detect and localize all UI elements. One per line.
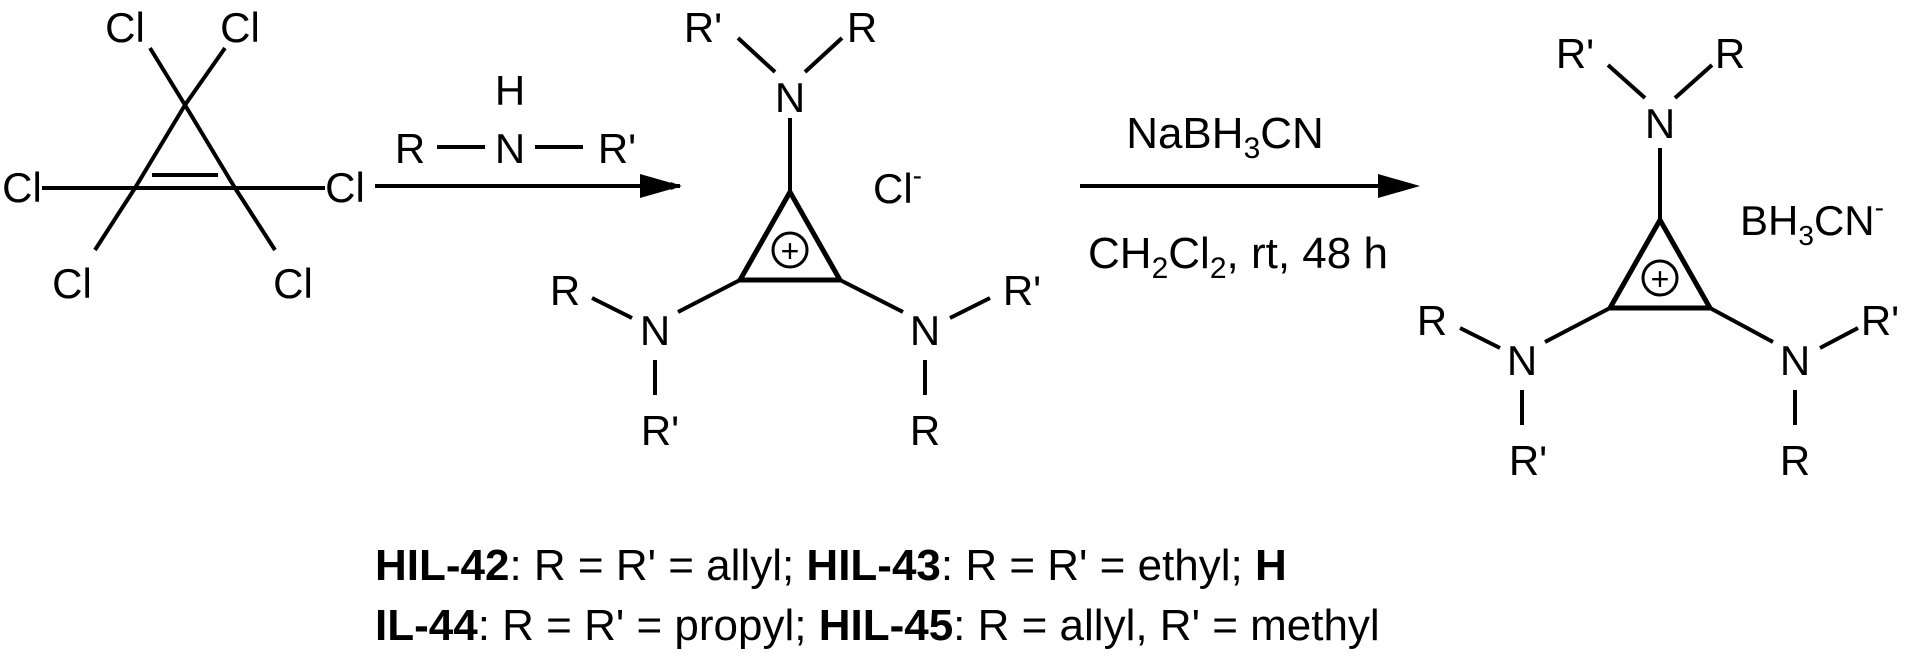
conditions-sub2: 2 [1210,252,1227,285]
product-label-rp-left: R' [1509,437,1547,484]
caption-1-part-4: H [1255,541,1287,590]
positive-charge-circle [771,231,809,269]
caption-line-1: HIL-42: R = R' = allyl; HIL-43: R = R' =… [375,541,1287,590]
bond-n-top-rp [736,36,777,74]
label-rp-left: R' [641,407,679,454]
bond-n-left-r [591,296,633,320]
conditions-rest: , rt, 48 h [1227,229,1388,278]
product-bond-n-top-rp [1606,63,1647,100]
product-bond-n-top-r [1673,63,1714,100]
conditions-sub1: 2 [1152,252,1169,285]
product-counterion-charge: - [1875,192,1884,223]
caption-2-part-0: IL-44 [375,601,478,650]
atom-cl-left: Cl [2,164,42,211]
atom-n-left: N [640,307,670,354]
caption-1-part-2: HIL-43 [806,541,940,590]
caption-1-part-0: HIL-42 [375,541,509,590]
arrow-step-2-head [1378,174,1420,198]
product-positive-charge-circle [1641,259,1679,297]
intermediate-counterion: Cl- [873,160,922,212]
label-r-right: R [910,407,940,454]
ring-bond-top-right [183,103,237,190]
product-atom-n-left: N [1507,337,1537,384]
arrow-step-1-head [640,174,682,198]
caption-1-part-3: : R = R' = ethyl; [941,541,1255,590]
caption-2-part-2: HIL-45 [819,601,953,650]
conditions-ch: CH [1088,229,1152,278]
bond-n-top-r [803,36,844,74]
reagent-amine-h: H [495,67,525,114]
compound-caption: HIL-42: R = R' = allyl; HIL-43: R = R' =… [375,541,1380,650]
counterion-cl-charge: - [913,160,922,191]
product-bond-ring-right-n [1709,306,1774,344]
product-positive-charge-symbol: + [1651,261,1670,297]
product-label-rp-right: R' [1861,297,1899,344]
product-label-rp-top: R' [1556,30,1594,77]
bond-left-lower-cl [93,186,137,252]
product-counterion-bh: BH [1740,197,1798,244]
caption-1-part-1: : R = R' = allyl; [509,541,806,590]
bond-right-lower-cl [233,186,277,252]
reagent-nabh3cn-sub: 3 [1244,132,1261,165]
label-r-top: R [847,4,877,51]
label-rp-right: R' [1003,267,1041,314]
product-counterion-sub: 3 [1798,220,1814,251]
atom-cl-bottom-right: Cl [273,260,313,307]
caption-2-part-3: : R = allyl, R' = methyl [953,601,1380,650]
positive-charge-symbol: + [781,233,800,269]
caption-line-2: IL-44: R = R' = propyl; HIL-45: R = ally… [375,601,1380,650]
conditions-cl: Cl [1168,229,1210,278]
reaction-conditions: CH2Cl2, rt, 48 h [1088,229,1388,285]
atom-cl-top-right: Cl [220,4,260,51]
product-counterion: BH3CN- [1740,192,1884,251]
product-label-r-right: R [1780,437,1810,484]
caption-2-part-1: : R = R' = propyl; [478,601,819,650]
bond-top-cl-right [183,46,227,107]
reagent-amine-rp: R' [598,125,636,172]
bond-ring-left-n [677,278,741,314]
atom-n-right: N [910,307,940,354]
product-atom-n-top: N [1645,100,1675,147]
atom-cl-right: Cl [325,164,365,211]
label-r-left: R [550,267,580,314]
atom-n-top: N [775,74,805,121]
reagent-amine-n: N [495,125,525,172]
reaction-step-2: NaBH3CN CH2Cl2, rt, 48 h [1080,109,1420,285]
product-bond-n-left-r [1459,326,1501,350]
product-counterion-cn: CN [1814,197,1875,244]
product-label-r-left: R [1417,297,1447,344]
product-cyclopropenium-ring [1605,214,1715,311]
bond-top-cl-left [148,46,187,107]
product-label-r-top: R [1715,30,1745,77]
starting-material-hexachlorocyclopropene: Cl Cl Cl Cl Cl Cl [2,4,365,307]
product-atom-n-right: N [1780,337,1810,384]
reagent-nabh3cn-b: CN [1260,109,1324,158]
product-bond-ring-left-n [1544,306,1611,344]
atom-cl-bottom-left: Cl [52,260,92,307]
reaction-step-1: H R N R' [375,67,682,198]
bond-n-right-rp [949,296,991,320]
reagent-amine-r: R [395,125,425,172]
intermediate-cyclopropenium-chloride: + N R' R N R R' N R' R Cl- [550,4,1041,454]
counterion-cl: Cl [873,165,913,212]
ring-bond-top-left [133,103,187,190]
label-rp-top: R' [684,4,722,51]
bond-ring-right-n [839,278,904,314]
product-bond-n-right-rp [1819,326,1859,350]
product-cyclopropenium-cyanoborohydride: + N R' R N R R' N R' R BH3CN- [1417,30,1899,484]
reagent-nabh3cn-a: NaBH [1126,109,1243,158]
atom-cl-top-left: Cl [105,4,145,51]
reagent-nabh3cn: NaBH3CN [1126,109,1324,165]
cyclopropenium-ring [735,186,845,283]
